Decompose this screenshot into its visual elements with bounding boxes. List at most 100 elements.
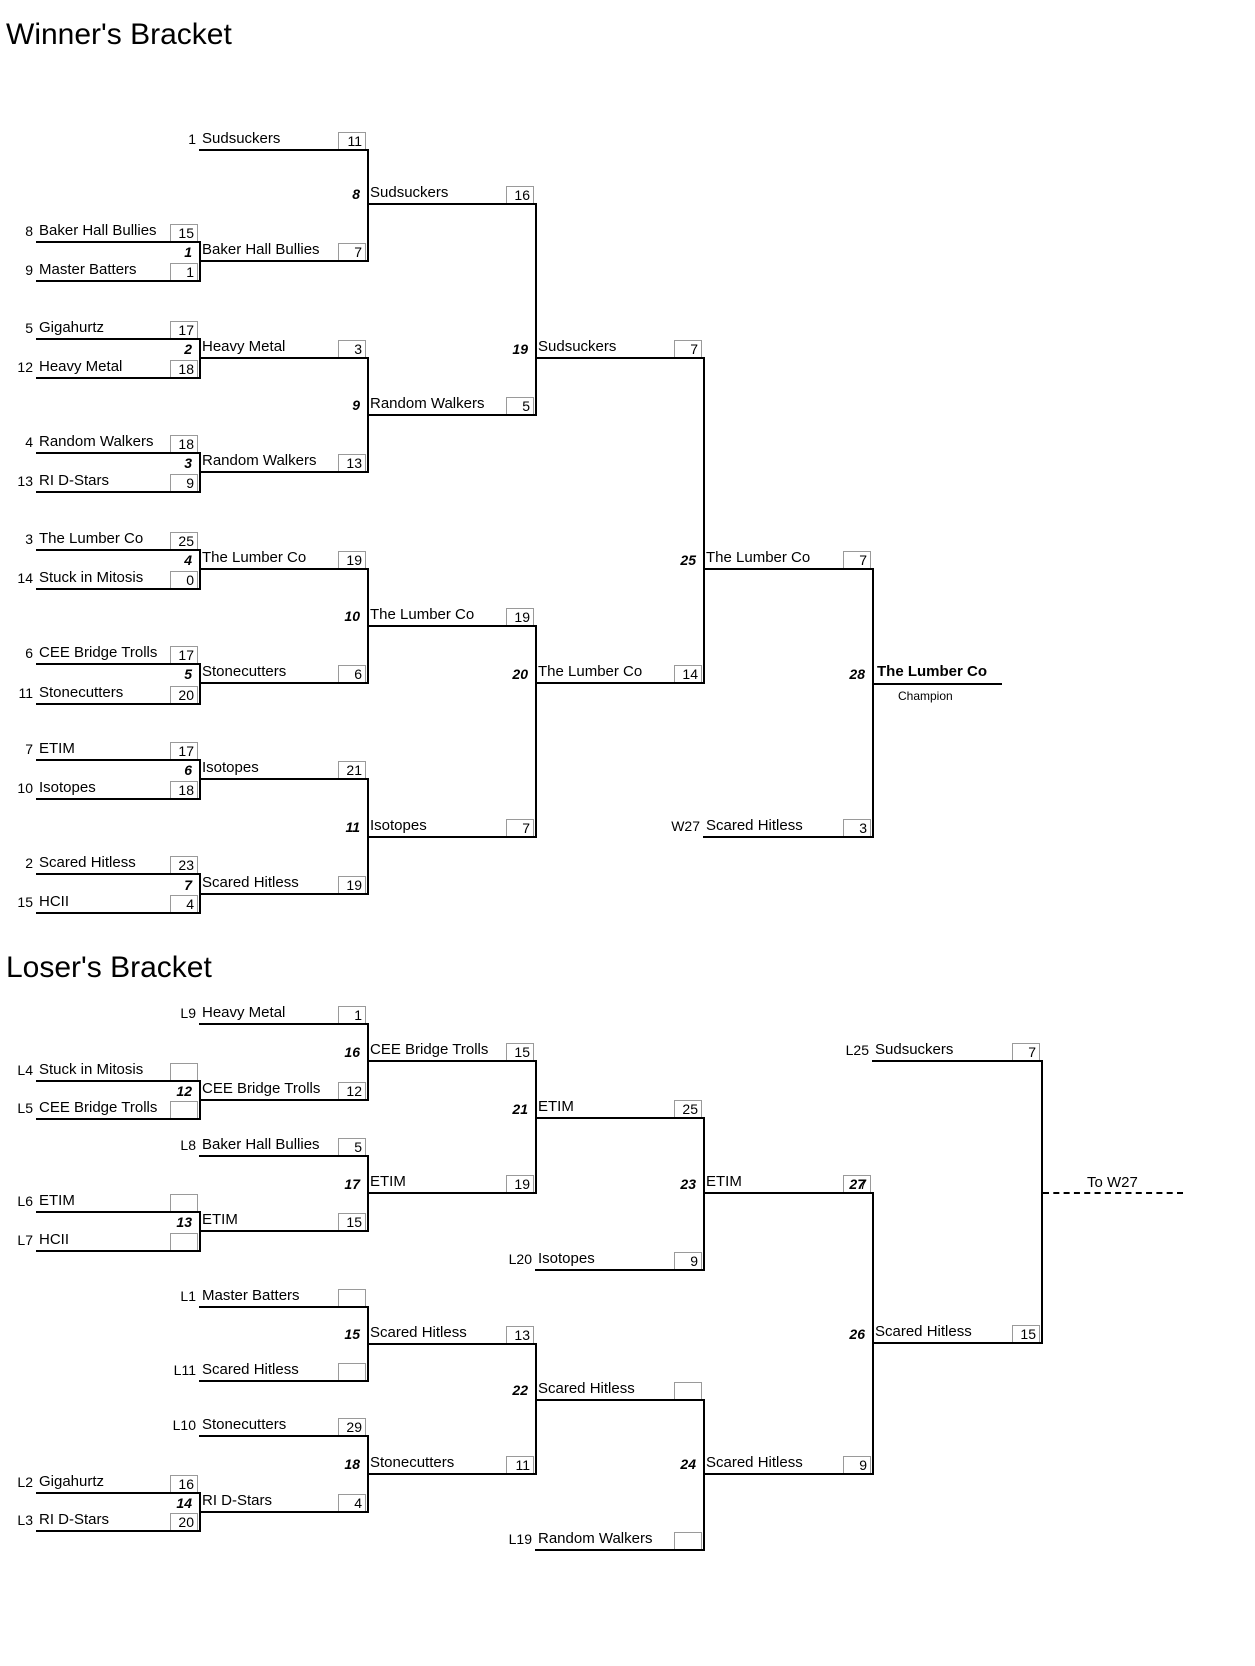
slot-line (36, 1250, 199, 1252)
slot-line (535, 1399, 703, 1401)
game-number: 3 (184, 455, 192, 471)
game-number: 23 (680, 1176, 696, 1192)
score-box: 9 (170, 474, 198, 491)
game-number: 17 (344, 1176, 360, 1192)
connector-line (703, 357, 705, 684)
game-number: 16 (344, 1044, 360, 1060)
slot-line (199, 1511, 367, 1513)
score-box: 19 (506, 1175, 534, 1192)
score-box: 7 (674, 340, 702, 357)
seed-label: L20 (508, 1251, 532, 1267)
team-name: The Lumber Co (202, 549, 307, 566)
connector-line (199, 1211, 201, 1252)
game-number: 1 (184, 244, 192, 260)
to-w27-line (1043, 1192, 1183, 1194)
connector-line (535, 1060, 537, 1194)
score-box: 25 (170, 532, 198, 549)
seed-label: L1 (180, 1288, 196, 1304)
connector-line (872, 1192, 874, 1475)
connector-line (535, 203, 537, 416)
score-box: 18 (170, 781, 198, 798)
seed-label: 5 (25, 320, 33, 336)
slot-line (36, 1211, 199, 1213)
connector-line (199, 241, 201, 282)
score-box: 7 (843, 1175, 871, 1192)
slot-line (199, 568, 367, 570)
game-number: 28 (849, 666, 865, 682)
slot-line (535, 1117, 703, 1119)
seed-label: L4 (17, 1062, 33, 1078)
connector-line (703, 1399, 705, 1551)
game-number: 26 (849, 1326, 865, 1342)
game-number: 21 (512, 1101, 528, 1117)
score-box: 1 (170, 263, 198, 280)
slot-line (199, 471, 367, 473)
team-name: Scared Hitless (39, 854, 136, 871)
score-box: 21 (338, 761, 366, 778)
seed-label: L5 (17, 1100, 33, 1116)
team-name: Isotopes (202, 759, 259, 776)
seed-label: 1 (188, 131, 196, 147)
score-box (170, 1101, 198, 1118)
team-name: Isotopes (370, 817, 427, 834)
seed-label: 2 (25, 855, 33, 871)
slot-line (36, 338, 199, 340)
slot-line (367, 625, 535, 627)
score-box: 7 (338, 243, 366, 260)
slot-line (199, 1380, 367, 1382)
connector-line (199, 452, 201, 493)
connector-line (199, 663, 201, 705)
team-name: CEE Bridge Trolls (202, 1080, 321, 1097)
slot-line (36, 452, 199, 454)
score-box: 11 (506, 1456, 534, 1473)
game-number: 5 (184, 666, 192, 682)
game-number: 14 (176, 1495, 192, 1511)
seed-label: L2 (17, 1474, 33, 1490)
game-number: 20 (512, 666, 528, 682)
slot-line (703, 836, 872, 838)
slot-line (872, 1060, 1041, 1062)
champion-label: Champion (898, 689, 953, 703)
score-box: 1 (338, 1006, 366, 1023)
team-name: CEE Bridge Trolls (39, 644, 158, 661)
score-box: 15 (338, 1213, 366, 1230)
seed-label: L11 (173, 1362, 196, 1378)
team-name: Stonecutters (39, 684, 124, 701)
team-name: Baker Hall Bullies (202, 241, 320, 258)
team-name: Baker Hall Bullies (39, 222, 157, 239)
score-box: 14 (674, 665, 702, 682)
score-box: 19 (506, 608, 534, 625)
slot-line (199, 149, 367, 151)
team-name: Scared Hitless (370, 1324, 467, 1341)
score-box: 17 (170, 646, 198, 663)
slot-line (367, 414, 535, 416)
score-box: 3 (338, 340, 366, 357)
slot-line (703, 1473, 872, 1475)
connector-line (199, 759, 201, 800)
game-number: 11 (345, 819, 360, 835)
slot-line (872, 1342, 1041, 1344)
score-box: 20 (170, 686, 198, 703)
connector-line (367, 778, 369, 895)
connector-line (872, 568, 874, 838)
seed-label: 3 (25, 531, 33, 547)
score-box: 17 (170, 742, 198, 759)
slot-line (36, 280, 199, 282)
connector-line (367, 1435, 369, 1513)
slot-line (872, 683, 1002, 685)
score-box: 6 (338, 665, 366, 682)
score-box: 9 (674, 1252, 702, 1269)
score-box: 13 (338, 454, 366, 471)
score-box (674, 1382, 702, 1399)
game-number: 15 (344, 1326, 360, 1342)
team-name: Heavy Metal (39, 358, 123, 375)
team-name: HCII (39, 893, 69, 910)
seed-label: L3 (17, 1512, 33, 1528)
slot-line (36, 1080, 199, 1082)
slot-line (367, 1473, 535, 1475)
score-box: 3 (843, 819, 871, 836)
team-name: Scared Hitless (202, 874, 299, 891)
slot-line (199, 682, 367, 684)
team-name: ETIM (370, 1173, 406, 1190)
